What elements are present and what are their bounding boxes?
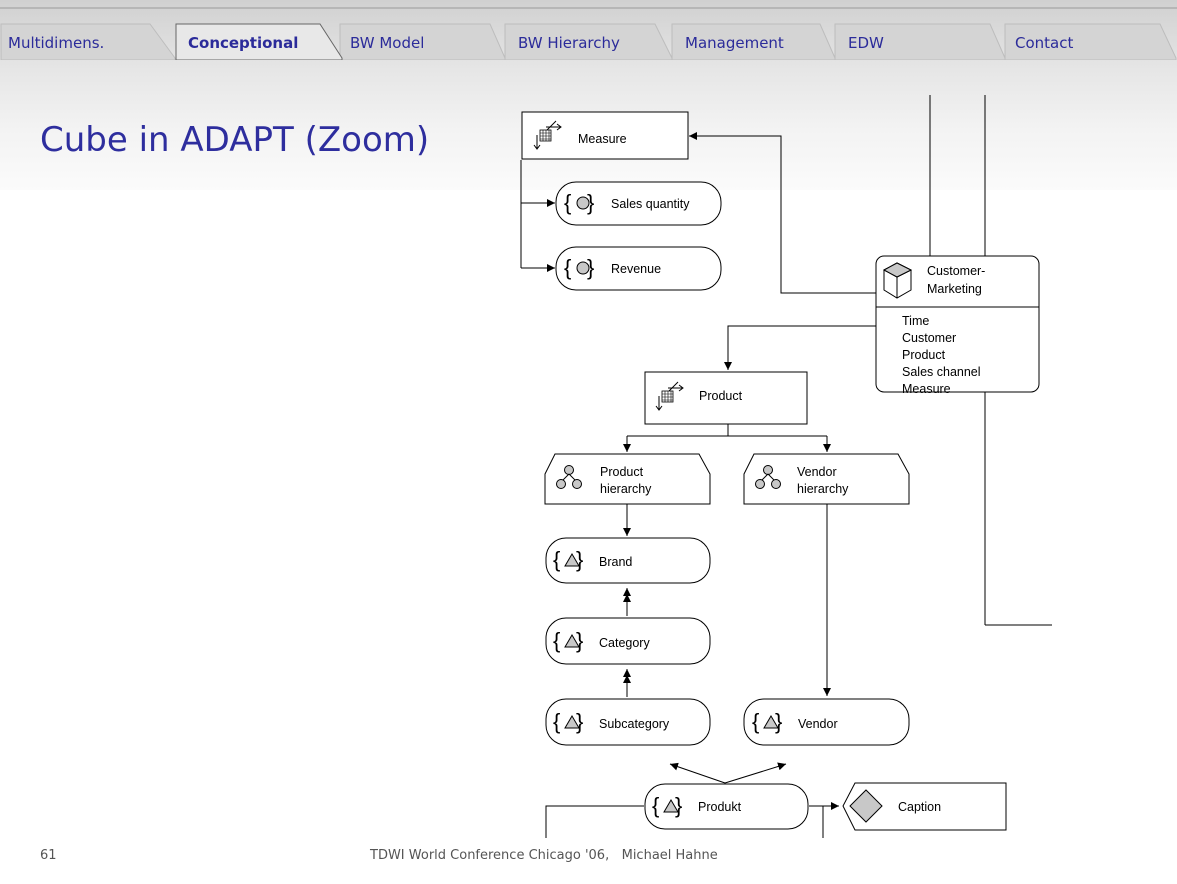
subcategory-label: Subcategory (599, 717, 670, 731)
tab-management[interactable]: Management (685, 34, 784, 52)
measure-dimension-label: Measure (578, 132, 627, 146)
tab-multidimens[interactable]: Multidimens. (8, 34, 105, 52)
product-dimension-label: Product (699, 389, 743, 403)
product-dimension-node: Product (644, 371, 808, 425)
product-hierarchy-line2: hierarchy (600, 482, 652, 496)
footer-text: TDWI World Conference Chicago '06, Micha… (370, 848, 718, 863)
caption-node: Caption (842, 782, 1007, 831)
cube-dimension-item: Customer (902, 331, 956, 345)
diamond-icon (849, 789, 883, 823)
category-label: Category (599, 636, 650, 650)
vendor-label: Vendor (798, 717, 838, 731)
caption-label: Caption (898, 800, 941, 814)
tab-bw-model[interactable]: BW Model (350, 34, 425, 52)
vendor-node: Vendor (743, 698, 910, 746)
subcategory-node: Subcategory (545, 698, 711, 746)
cube-dimension-item: Time (902, 314, 929, 328)
sales-quantity-node: Sales quantity (555, 181, 722, 226)
sales-quantity-label: Sales quantity (611, 197, 690, 211)
tab-bar: Multidimens. Conceptional BW Model BW Hi… (0, 0, 1177, 60)
cube-dimension-item: Sales channel (902, 365, 981, 379)
slide-title: Cube in ADAPT (Zoom) (40, 120, 430, 160)
revenue-node: Revenue (555, 246, 722, 291)
tab-conceptional[interactable]: Conceptional (188, 34, 299, 52)
brand-node: Brand (545, 537, 711, 584)
measure-dimension-node: Measure (521, 111, 689, 160)
produkt-node: Produkt (644, 783, 809, 830)
brand-label: Brand (599, 555, 632, 569)
cube-icon (882, 262, 913, 299)
product-hierarchy-node: Product hierarchy (544, 453, 711, 505)
cube-name-line2: Marketing (927, 282, 982, 296)
vendor-hierarchy-line2: hierarchy (797, 482, 849, 496)
tab-bw-hierarchy[interactable]: BW Hierarchy (518, 34, 620, 52)
cube-name-line1: Customer- (927, 264, 985, 278)
product-hierarchy-line1: Product (600, 465, 644, 479)
produkt-label: Produkt (698, 800, 742, 814)
tab-shapes (0, 7, 1177, 60)
page-number: 61 (40, 848, 57, 863)
cube-dimension-item: Measure (902, 382, 951, 396)
cube-dimension-item: Product (902, 348, 946, 362)
cube-node: Customer- Marketing Time Customer Produc… (875, 255, 1040, 396)
vendor-hierarchy-line1: Vendor (797, 465, 837, 479)
category-node: Category (545, 617, 711, 665)
revenue-label: Revenue (611, 262, 661, 276)
tab-contact[interactable]: Contact (1015, 34, 1074, 52)
vendor-hierarchy-node: Vendor hierarchy (743, 453, 910, 505)
tab-edw[interactable]: EDW (848, 34, 884, 52)
